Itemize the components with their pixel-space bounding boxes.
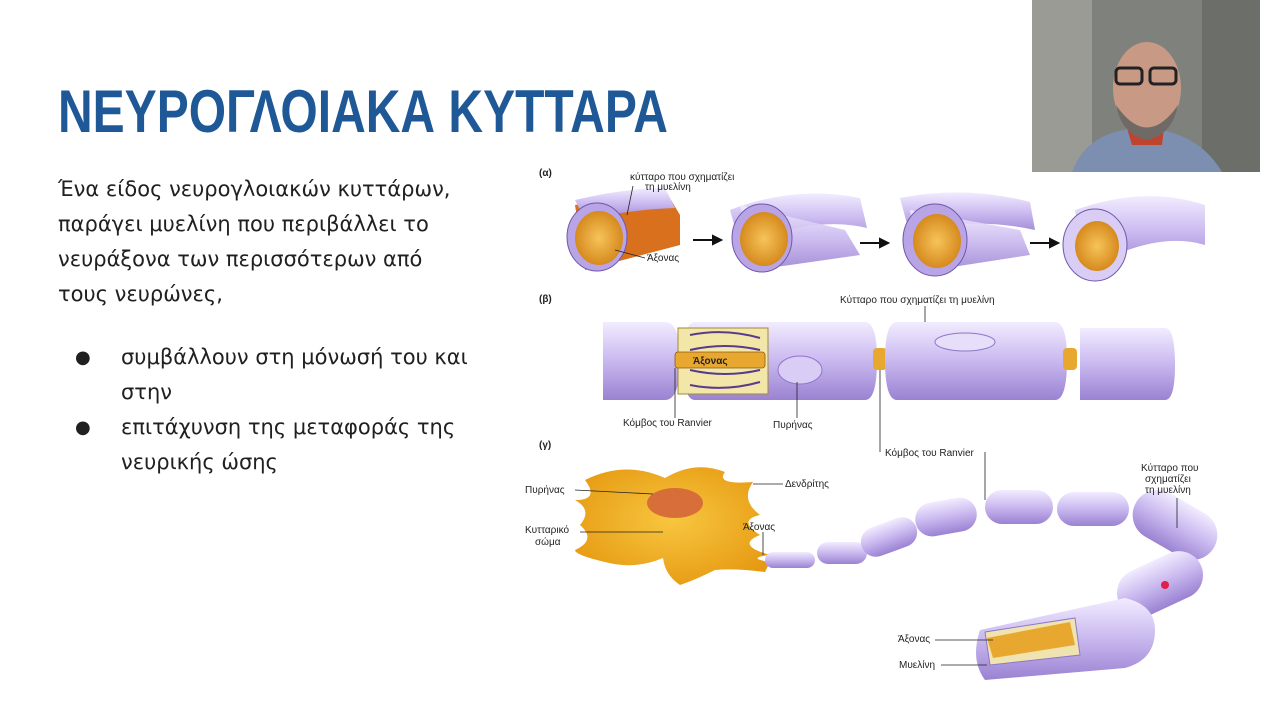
axon-node bbox=[873, 348, 887, 370]
nucleus bbox=[934, 332, 996, 352]
panel-b-axon-label: Άξονας bbox=[693, 356, 728, 367]
leader-line bbox=[574, 489, 654, 495]
panel-b-nucleus-label: Πυρήνας bbox=[773, 419, 813, 431]
wrap-stage-2 bbox=[730, 193, 867, 273]
intro-line: τους νευρώνες, bbox=[58, 282, 223, 306]
panel-a-cell-label: τη μυελίνη bbox=[645, 181, 691, 193]
panel-c-myelin-label: Μυελίνη bbox=[899, 659, 935, 671]
bullet-line: επιτάχυνση της μεταφοράς της bbox=[121, 415, 456, 439]
intro-line: Ένα είδος νευρογλοιακών κυττάρων, bbox=[58, 177, 451, 201]
myelinated-axon bbox=[765, 490, 1218, 680]
presenter-beard bbox=[1116, 105, 1178, 140]
panel-a-tag: (α) bbox=[539, 168, 552, 179]
wrap-stage-1 bbox=[566, 188, 680, 272]
glasses-icon bbox=[1114, 66, 1144, 86]
bullet-item: ● επιτάχυνση της μεταφοράς της νευρικής … bbox=[75, 410, 525, 480]
axon-core bbox=[987, 622, 1075, 658]
myelin-segment bbox=[1116, 551, 1204, 617]
myelin-figure: (α) bbox=[515, 160, 1235, 690]
nucleus bbox=[777, 355, 823, 385]
myelin-segment bbox=[603, 322, 680, 400]
intro-line: νευράξονα των περισσότερων από bbox=[58, 247, 423, 271]
bullet-item: ● συμβάλλουν στη μόνωσή του και στην bbox=[75, 340, 525, 410]
panel-b-cell-label: Κύτταρο που σχηματίζει τη μυελίνη bbox=[840, 294, 995, 306]
bullet-line: στην bbox=[121, 380, 172, 404]
arrow-right-icon bbox=[693, 234, 724, 246]
panel-c-cell-label: σχηματίζει bbox=[1145, 473, 1191, 485]
bullet-line: συμβάλλουν στη μόνωσή του και bbox=[121, 345, 468, 369]
intro-paragraph: Ένα είδος νευρογλοιακών κυττάρων, παράγε… bbox=[58, 172, 518, 312]
panel-c-body-label: Κυτταρικό bbox=[525, 524, 569, 536]
webcam-video bbox=[1032, 0, 1260, 172]
bullet-list: ● συμβάλλουν στη μόνωσή του και στην ● ε… bbox=[75, 340, 525, 480]
presenter-shirt bbox=[1072, 128, 1222, 172]
cell-body bbox=[575, 467, 770, 585]
myelin-segment bbox=[985, 490, 1053, 524]
axon-core bbox=[575, 211, 623, 265]
myelinated-axon-segment bbox=[603, 322, 1175, 400]
wrap-stage-4 bbox=[1062, 196, 1205, 282]
axon-core bbox=[740, 212, 788, 266]
panel-b-node-label-2: Κόμβος του Ranvier bbox=[885, 447, 975, 459]
nucleus bbox=[647, 488, 703, 518]
webcam-wall bbox=[1202, 0, 1260, 172]
panel-b-node-label: Κόμβος του Ranvier bbox=[623, 417, 713, 429]
myelin-segment bbox=[1057, 492, 1129, 526]
panel-c-dendrite-label: Δενδρίτης bbox=[785, 478, 829, 490]
axon-node bbox=[1063, 348, 1077, 370]
arrow-right-icon bbox=[1030, 237, 1061, 249]
panel-c-axon-label: Άξονας bbox=[743, 522, 775, 533]
panel-c-tag: (γ) bbox=[539, 440, 551, 451]
arrow-right-icon bbox=[860, 237, 891, 249]
myelin-segment bbox=[915, 497, 977, 537]
panel-c-body-label: σώμα bbox=[535, 536, 561, 548]
intro-line: παράγει μυελίνη που περιβάλλει το bbox=[58, 212, 429, 236]
panel-c-axon-label-2: Άξονας bbox=[898, 634, 930, 645]
myelin-segment bbox=[817, 542, 867, 564]
neuron bbox=[575, 467, 770, 585]
leader-line bbox=[626, 185, 634, 216]
axon-core bbox=[1075, 221, 1119, 271]
axon-core bbox=[913, 214, 961, 268]
panel-c-nucleus-label: Πυρήνας bbox=[525, 484, 565, 496]
wrap-stage-3 bbox=[900, 192, 1035, 277]
myelin-segment bbox=[765, 552, 815, 568]
panel-c-cell-label: Κύτταρο που bbox=[1141, 462, 1199, 474]
myelin-segment bbox=[885, 322, 1067, 400]
presenter-video-icon bbox=[1032, 0, 1260, 172]
panel-b-tag: (β) bbox=[539, 294, 552, 305]
myelin-segment bbox=[1132, 490, 1218, 560]
myelin-segment bbox=[860, 517, 918, 557]
myelin-segment bbox=[1080, 328, 1175, 400]
bullet-line: νευρικής ώσης bbox=[121, 450, 278, 474]
nucleus-dot bbox=[1161, 581, 1169, 589]
leader-line bbox=[614, 249, 646, 259]
slide-title: ΝΕΥΡΟΓΛΟΙΑΚΑ ΚΥΤΤΑΡΑ bbox=[58, 78, 668, 145]
panel-a-axon-label: Άξονας bbox=[647, 253, 679, 264]
glasses-icon bbox=[1148, 66, 1178, 86]
bullet-dot-icon: ● bbox=[75, 347, 91, 368]
axon-core bbox=[674, 351, 766, 369]
webcam-wall bbox=[1032, 0, 1092, 172]
arrows bbox=[693, 234, 1061, 249]
bullet-dot-icon: ● bbox=[75, 417, 91, 438]
myelin-diagram: (α) bbox=[525, 168, 1218, 680]
presenter-scarf bbox=[1127, 128, 1164, 145]
panel-a-cell-label: κύτταρο που σχηματίζει bbox=[630, 171, 734, 183]
panel-c-cell-label: τη μυελίνη bbox=[1145, 484, 1191, 496]
presenter-face bbox=[1113, 42, 1181, 134]
myelin-layers bbox=[689, 331, 761, 389]
